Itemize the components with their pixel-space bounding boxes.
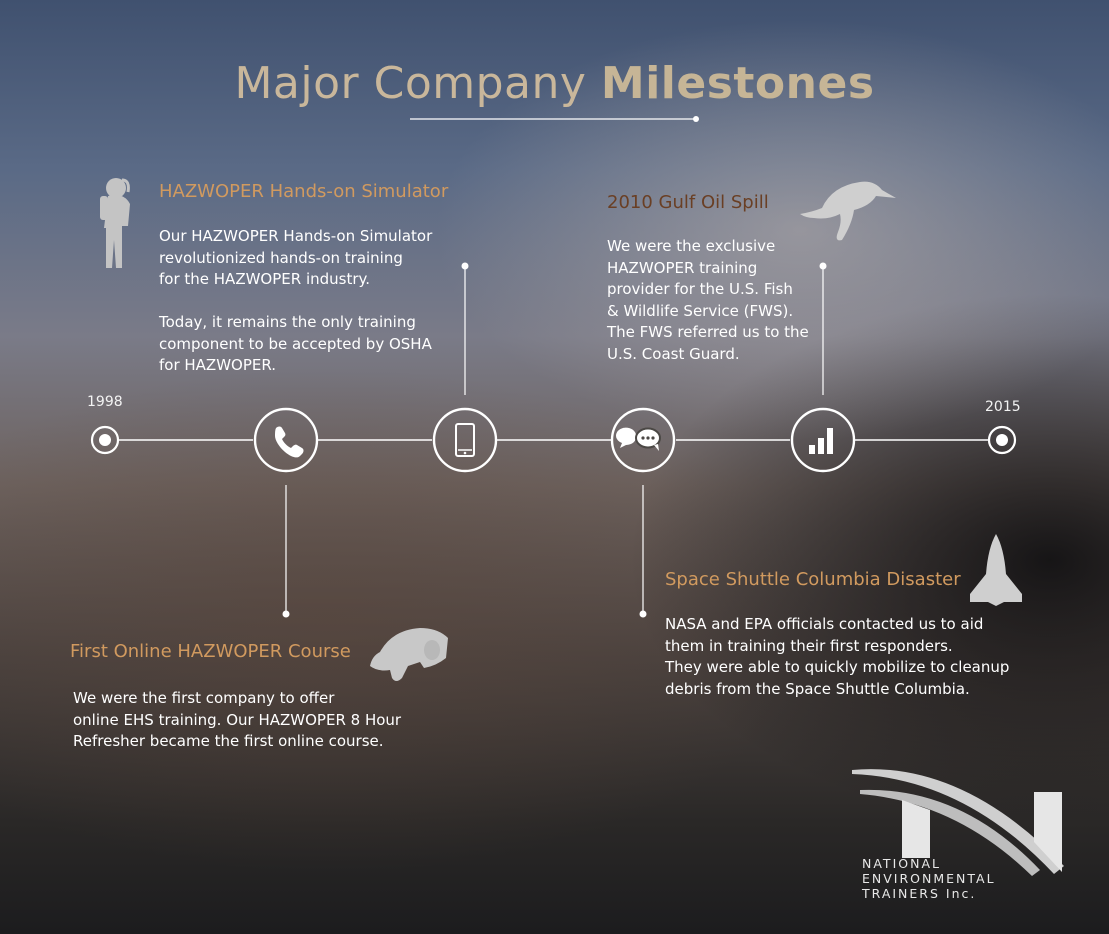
milestone-title-simulator: HAZWOPER Hands-on Simulator	[159, 181, 449, 202]
chat-bubble-icon	[610, 407, 676, 473]
hazmat-suit-icon	[100, 178, 130, 268]
year-start: 1998	[87, 394, 123, 410]
milestone-desc-shuttle: NASA and EPA officials contacted us to a…	[665, 615, 1010, 698]
phone-icon	[253, 407, 319, 473]
timeline-start-marker	[90, 425, 120, 455]
year-end: 2015	[985, 399, 1021, 415]
pelican-icon	[800, 181, 896, 241]
connector-shuttle	[639, 485, 647, 618]
connector-online-course	[282, 485, 290, 618]
milestone-desc-oil-spill: We were the exclusive HAZWOPER training …	[607, 237, 809, 363]
company-logo-text: NATIONAL ENVIRONMENTAL TRAINERS Inc.	[862, 856, 996, 901]
milestone-title-online-course: First Online HAZWOPER Course	[70, 641, 351, 662]
title-underline	[410, 116, 699, 122]
computer-mouse-icon	[370, 628, 448, 681]
connector-simulator	[461, 262, 469, 395]
bar-chart-icon	[790, 407, 856, 473]
milestone-title-shuttle: Space Shuttle Columbia Disaster	[665, 569, 961, 590]
company-logo	[852, 769, 1064, 876]
title-bold: Milestones	[600, 58, 875, 109]
milestone-desc-online-course: We were the first company to offer onlin…	[73, 689, 402, 750]
connector-oil-spill	[819, 262, 827, 395]
milestone-desc-simulator: Our HAZWOPER Hands-on Simulator revoluti…	[159, 227, 433, 374]
milestone-title-oil-spill: 2010 Gulf Oil Spill	[607, 192, 769, 213]
space-shuttle-icon	[970, 534, 1022, 606]
title-regular: Major Company	[234, 58, 587, 109]
timeline-end-marker	[987, 425, 1017, 455]
page-title: Major Company Milestones	[0, 58, 1109, 109]
mobile-icon	[432, 407, 498, 473]
